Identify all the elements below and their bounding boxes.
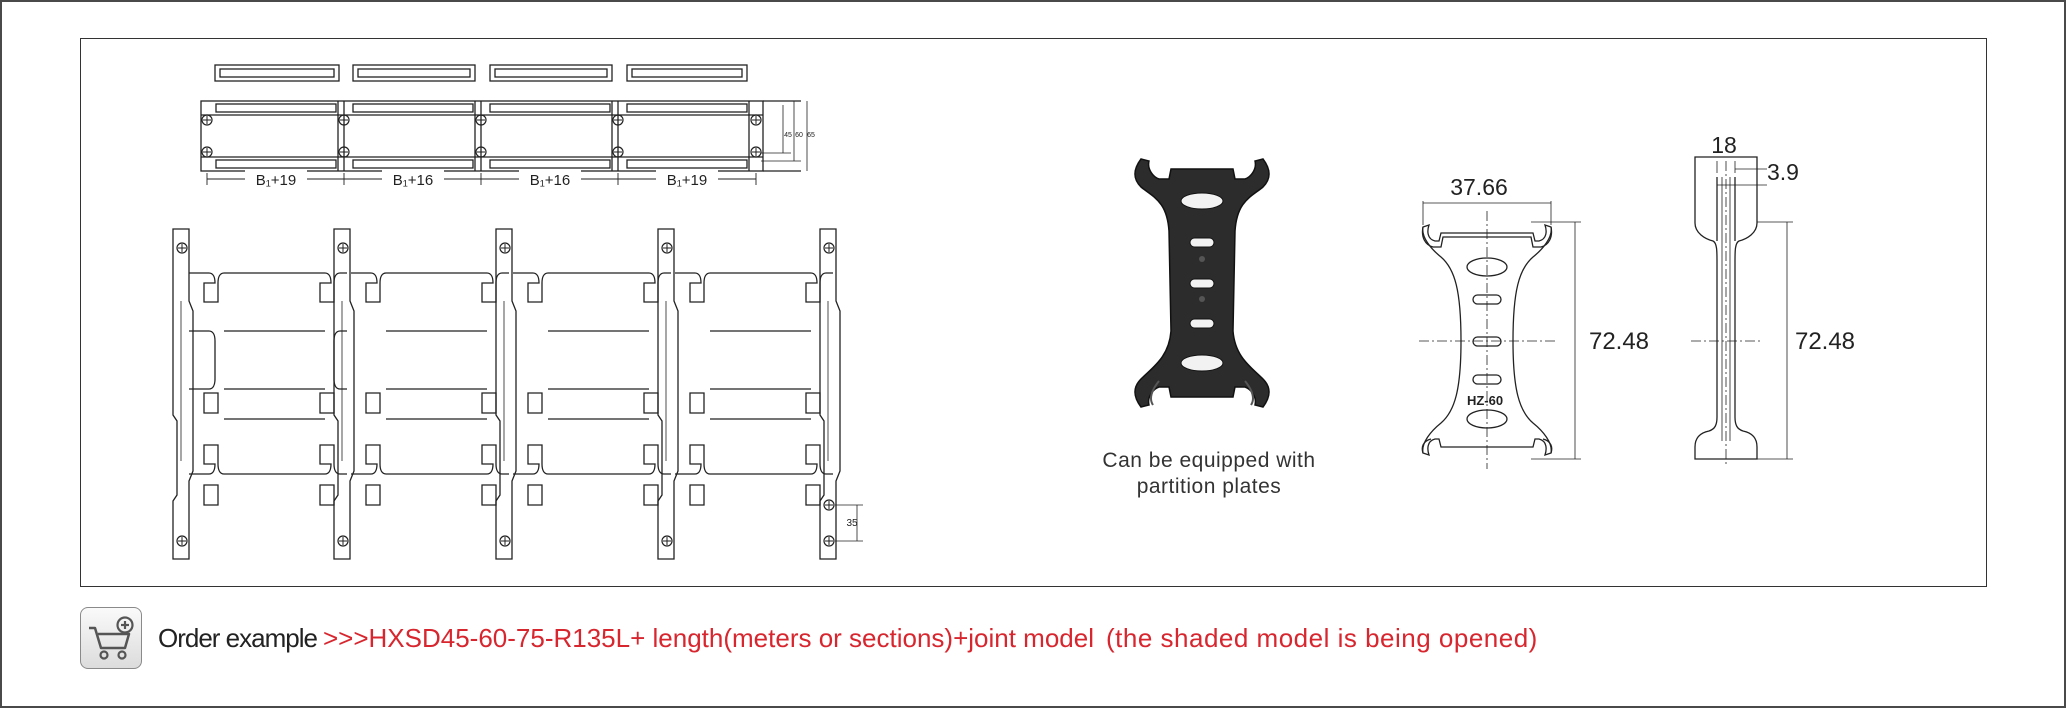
technical-drawing: B₁+19 B₁+16 B₁+16 B₁+19 45 60 65 [172, 64, 1855, 560]
side-height-label: 72.48 [1795, 328, 1855, 355]
side-height-dims [761, 101, 808, 171]
pitch-dimension [835, 504, 863, 542]
cart-button[interactable] [80, 607, 142, 669]
caption-line-1: Can be equipped with [1102, 449, 1315, 472]
top-view-labels: B₁+19 B₁+16 B₁+16 B₁+19 45 60 65 [245, 132, 815, 189]
dimension-label: B₁+16 [393, 172, 434, 189]
side-dim-label: 60 [795, 132, 803, 139]
shopping-cart-add-icon [89, 616, 134, 660]
order-note: (the shaded model is being opened) [1106, 623, 1538, 653]
order-model: >>>HXSD45-60-75-R135L+ length(meters or … [322, 623, 1094, 653]
thickness-label: 3.9 [1767, 159, 1799, 185]
front-view-plates [172, 228, 841, 560]
chain-top-view [200, 100, 801, 172]
partition-drawing-labels: 37.66 72.48 HZ-60 [1450, 174, 1649, 408]
order-example-row: Order example>>>HXSD45-60-75-R135L+ leng… [80, 607, 1980, 669]
pitch-label: 35 [846, 518, 858, 529]
dimension-label: B₁+19 [667, 172, 708, 189]
dimension-label: B₁+19 [256, 172, 297, 189]
side-drawing-labels: 18 3.9 72.48 [1711, 132, 1855, 355]
side-dim-label: 45 [784, 132, 792, 139]
front-view-links [189, 272, 833, 506]
cover-strips [214, 64, 748, 82]
partition-front-drawing [1419, 201, 1581, 469]
height-label: 72.48 [1589, 328, 1649, 355]
front-view-screws [176, 242, 835, 547]
side-width-label: 18 [1711, 132, 1737, 158]
dimension-label: B₁+16 [530, 172, 571, 189]
caption-line-2: partition plates [1137, 475, 1282, 498]
width-label: 37.66 [1450, 174, 1508, 200]
order-text: Order example>>>HXSD45-60-75-R135L+ leng… [158, 621, 1538, 655]
order-label: Order example [158, 623, 318, 653]
side-dim-label: 65 [807, 132, 815, 139]
front-view [172, 228, 863, 560]
photo-caption: Can be equipped with partition plates [1102, 449, 1315, 498]
partition-plate-photo [1134, 158, 1270, 408]
diagram-panel: B₁+19 B₁+16 B₁+16 B₁+19 45 60 65 [80, 38, 1987, 587]
partition-side-drawing [1691, 156, 1793, 467]
model-mark: HZ-60 [1467, 393, 1503, 408]
top-view [200, 64, 808, 185]
